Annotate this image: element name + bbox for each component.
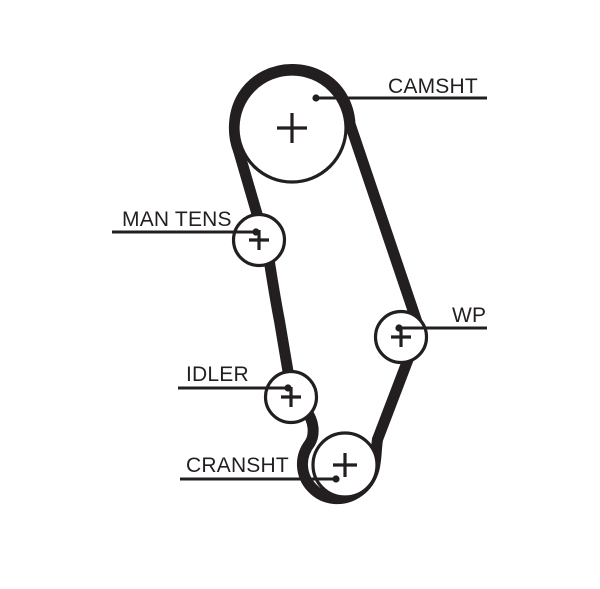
callout-group: CAMSHT MAN TENS WP IDLER — [112, 75, 487, 483]
callout-man-tens[interactable]: MAN TENS — [112, 208, 260, 236]
manual-tensioner-pulley[interactable] — [231, 212, 287, 268]
crankshaft-pulley[interactable] — [311, 431, 379, 499]
callout-idler[interactable]: IDLER — [178, 363, 292, 392]
callout-camsht-label: CAMSHT — [388, 75, 478, 98]
callout-camsht[interactable]: CAMSHT — [312, 75, 487, 102]
callout-wp-label: WP — [452, 304, 486, 327]
camshaft-pulley[interactable] — [236, 72, 348, 184]
callout-man-tens-label: MAN TENS — [122, 208, 232, 231]
callout-idler-leader-dot — [284, 384, 292, 392]
idler-pulley[interactable] — [263, 369, 319, 425]
callout-idler-label: IDLER — [186, 363, 249, 386]
callout-wp[interactable]: WP — [395, 304, 487, 332]
callout-man-tens-leader-dot — [252, 228, 260, 236]
timing-belt-outer-run — [228, 64, 425, 445]
callout-wp-leader-dot — [395, 324, 403, 332]
callout-cransht-label: CRANSHT — [186, 454, 289, 477]
callout-camsht-leader-dot — [312, 94, 320, 102]
water-pump-pulley[interactable] — [373, 309, 429, 365]
callout-cransht-leader-dot — [332, 475, 340, 483]
callout-cransht[interactable]: CRANSHT — [180, 454, 340, 483]
pulley-group — [231, 72, 429, 499]
